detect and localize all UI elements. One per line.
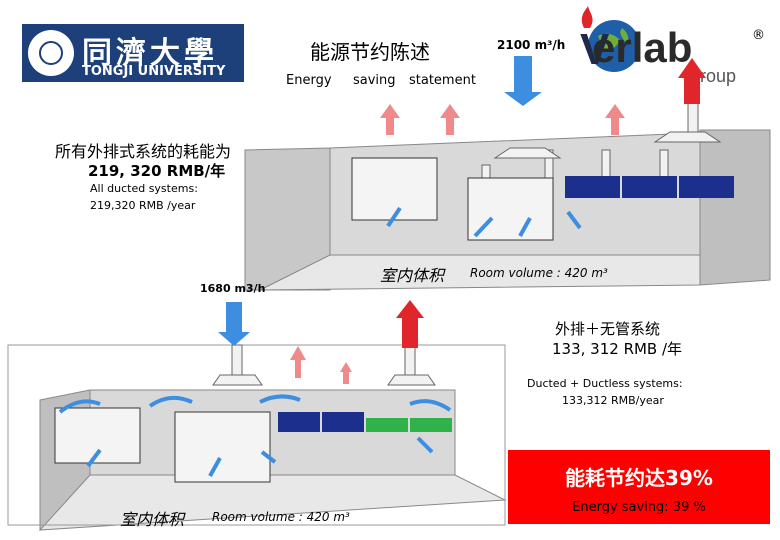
top-intake-arrows xyxy=(386,206,582,238)
bottom-cabinet xyxy=(174,411,271,483)
title-en-word-2: saving xyxy=(353,73,396,88)
page-title-cn: 能源节约陈述 xyxy=(310,40,430,64)
erlab-globe-icon: V xyxy=(580,6,640,74)
top-cost-en-2: 219,320 RMB /year xyxy=(90,199,196,212)
bottom-cost-cn: 外排＋无管系统 xyxy=(555,320,661,338)
bottom-cost-en-1: Ducted + Ductless systems: xyxy=(527,377,683,390)
bottom-volume-cn: 室内体积 xyxy=(120,510,185,529)
top-cost-en-1: All ducted systems: xyxy=(90,182,198,195)
bottom-intake-big-arrow xyxy=(218,302,250,346)
bottom-hood-green-2 xyxy=(410,418,452,432)
top-fume-hood-2 xyxy=(622,176,677,198)
top-hood-canopy xyxy=(493,147,562,159)
bottom-hood-right xyxy=(387,374,436,386)
energy-saving-box: 能耗节约达39% Energy saving: 39 % xyxy=(508,450,770,524)
title-en-word-3: statement xyxy=(409,73,476,88)
bottom-hood-green-1 xyxy=(366,418,408,432)
bottom-room-outline xyxy=(7,344,506,526)
bottom-exhaust-big-arrow xyxy=(396,300,424,348)
bottom-duct-right xyxy=(404,344,416,376)
bottom-volume-en: Room volume : 420 m³ xyxy=(212,510,350,524)
top-volume-en: Room volume : 420 m³ xyxy=(470,266,608,280)
top-flow-label: 2100 m³/h xyxy=(497,38,566,52)
top-cost-cn: 所有外排式系统的耗能为 xyxy=(55,142,232,161)
bottom-cost-en-2: 133,312 RMB/year xyxy=(562,394,664,407)
top-hood-canopy-2 xyxy=(653,131,722,143)
top-chemical-shelf xyxy=(351,157,438,221)
tongji-logo: 同濟大學 TONGJI UNIVERSITY xyxy=(22,24,244,82)
bottom-hood-blue-2 xyxy=(322,412,364,432)
top-room-side-wall xyxy=(244,147,331,291)
top-volume-cn: 室内体积 xyxy=(380,266,445,285)
top-duct-set xyxy=(481,99,699,184)
top-intake-big-arrow xyxy=(504,56,542,106)
bottom-cost-value: 133, 312 RMB /年 xyxy=(552,340,683,358)
tongji-logo-en: TONGJI UNIVERSITY xyxy=(82,64,226,79)
top-room-right-wall xyxy=(699,129,771,286)
top-fume-hood-3 xyxy=(679,176,734,198)
bottom-duct-left xyxy=(231,344,243,376)
registered-mark: ® xyxy=(752,28,765,43)
top-cost-value: 219, 320 RMB/年 xyxy=(88,162,226,180)
svg-text:V: V xyxy=(580,25,610,74)
bottom-hood-blue-1 xyxy=(278,412,320,432)
erlab-group-text: group xyxy=(690,66,737,86)
top-exhaust-arrows xyxy=(380,104,625,135)
bottom-flow-label: 1680 m3/h xyxy=(200,282,266,295)
bottom-exhaust-arrows xyxy=(290,346,352,384)
top-fume-hood-1 xyxy=(565,176,620,198)
top-exhaust-big-arrow xyxy=(678,58,706,104)
bottom-circulation-arrows xyxy=(58,394,452,477)
erlab-logo-text: erlab xyxy=(592,24,693,71)
bottom-hood-left xyxy=(212,374,263,386)
tongji-logo-cn: 同濟大學 xyxy=(82,36,218,71)
title-en-word-1: Energy xyxy=(286,73,332,88)
energy-saving-cn: 能耗节约达39% xyxy=(565,466,713,490)
energy-saving-en: Energy saving: 39 % xyxy=(572,500,706,515)
tongji-seal-icon xyxy=(28,30,74,76)
